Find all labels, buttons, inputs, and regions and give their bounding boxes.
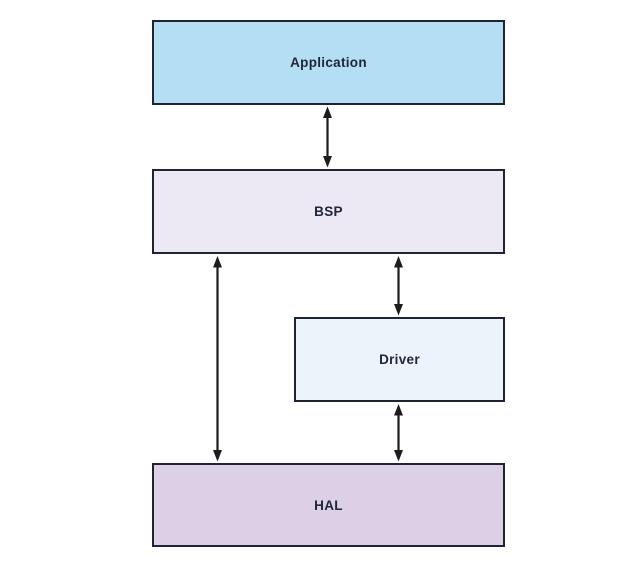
arrow-bsp-hal: [213, 256, 222, 462]
arrow-driver-hal: [394, 404, 403, 462]
block-hal: HAL: [152, 463, 505, 547]
block-bsp: BSP: [152, 169, 505, 254]
block-hal-label: HAL: [314, 497, 343, 513]
block-application: Application: [152, 20, 505, 105]
block-driver: Driver: [294, 317, 505, 402]
arrow-bsp-driver: [394, 256, 403, 316]
arrow-application-bsp: [323, 106, 332, 168]
block-application-label: Application: [290, 55, 367, 70]
block-driver-label: Driver: [379, 352, 420, 367]
block-bsp-label: BSP: [314, 204, 343, 219]
